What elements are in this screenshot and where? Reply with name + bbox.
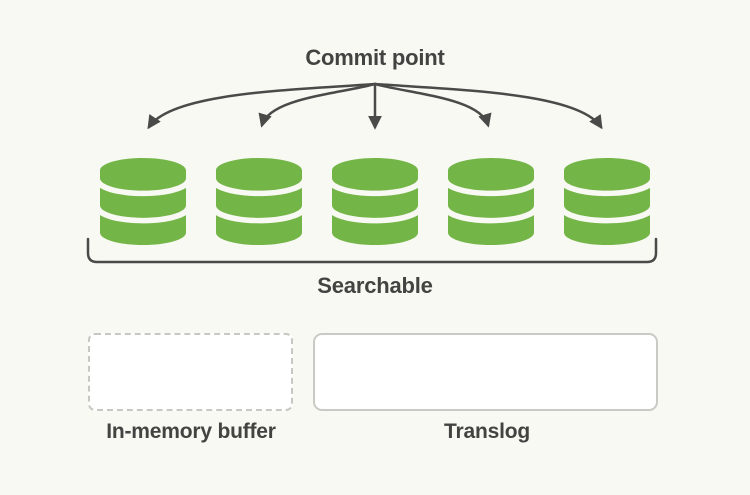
- database-icon: [332, 158, 418, 245]
- translog-label: Translog: [444, 420, 530, 443]
- arrow-to-segment-2: [258, 82, 377, 128]
- arrow-to-segment-1: [147, 82, 377, 130]
- commit-point-title: Commit point: [305, 45, 445, 70]
- arrow-to-segment-5: [373, 82, 603, 130]
- in-memory-buffer-label: In-memory buffer: [106, 420, 276, 443]
- database-icon: [448, 158, 534, 245]
- segment-row: [0, 158, 750, 245]
- database-icon: [216, 158, 302, 245]
- database-icon: [564, 158, 650, 245]
- translog-box: [313, 333, 658, 411]
- searchable-label: Searchable: [317, 273, 433, 298]
- database-icon: [100, 158, 186, 245]
- in-memory-buffer-box: [88, 333, 293, 411]
- arrow-to-segment-4: [373, 82, 492, 128]
